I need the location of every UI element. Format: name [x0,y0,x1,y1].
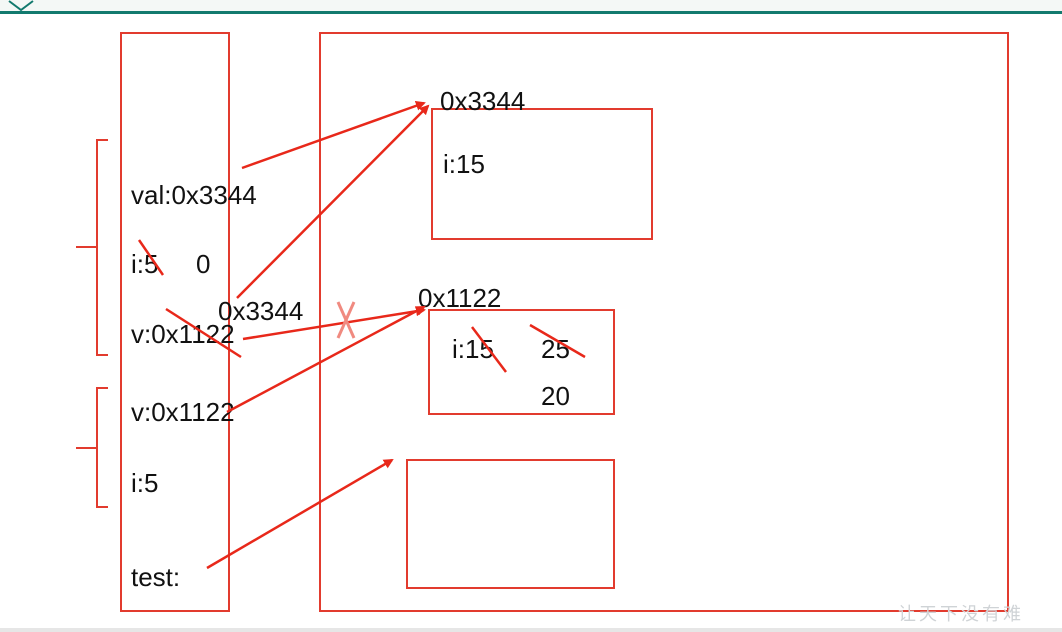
arrow-test-to-object [206,458,394,570]
stack-v-param-label: v:0x1122 [131,397,235,427]
heap-address-0x1122: 0x1122 [418,283,502,313]
brace-main-frame [76,139,108,356]
heap-address-0x3344: 0x3344 [440,86,526,116]
stack-v-main-new-value: 0x3344 [218,296,304,326]
heap-field-i-obj2: i:15 [452,334,494,364]
strike-i-obj2 [471,326,507,373]
stack-frame [120,32,230,612]
arrow-val-to-0x3344 [241,100,426,170]
heap-object-test [406,459,615,589]
arrow-v-new-to-0x3344 [236,104,430,299]
x-mark-icon [336,301,356,339]
strike-i-main [137,239,165,276]
window-top-bar [0,0,1062,14]
heap-field-i-obj1: i:15 [443,149,485,179]
stack-i-main-label: i:5 [131,249,159,279]
title-divider [0,11,1062,14]
watermark: 让天下没有难 [898,604,1024,625]
heap-object-0x3344 [431,108,653,240]
heap-area [319,32,1009,612]
brace-method-frame [76,387,108,508]
strike-v-main [165,307,242,359]
stack-i-param-label: i:5 [131,468,159,498]
heap-value-20: 20 [541,381,570,411]
stack-i-main-new-value: 0 [196,249,211,279]
arrow-v-main-to-0x1122 [242,306,426,341]
stack-val-label: val:0x3344 [131,180,257,210]
chevron-down-icon [8,0,34,12]
stack-test-label: test: [131,562,181,592]
heap-object-0x1122 [428,309,615,415]
arrow-v-param-to-0x1122 [226,305,426,414]
strike-value-25 [529,323,586,359]
window-bottom-bar [0,628,1062,632]
